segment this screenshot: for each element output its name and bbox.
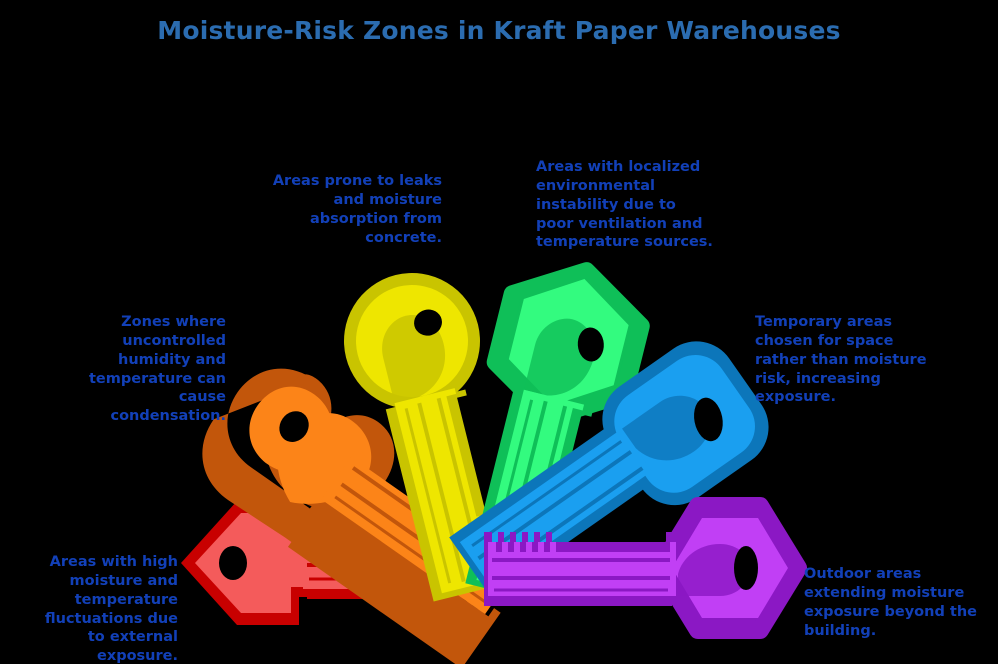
callout-top-left: Areas prone to leaks and moisture absorp… xyxy=(272,173,442,246)
page-title: Moisture-Risk Zones in Kraft Paper Wareh… xyxy=(157,16,841,45)
callout-bottom-right: Outdoor areas extending moisture exposur… xyxy=(804,566,977,639)
callout-top-right: Areas with localized environmental insta… xyxy=(536,159,713,251)
callout-bottom-left: Areas with high moisture and temperature… xyxy=(44,554,178,664)
callout-mid-left: Zones where uncontrolled humidity and te… xyxy=(88,314,226,425)
callout-mid-right: Temporary areas chosen for space rather … xyxy=(755,314,927,406)
key-purple xyxy=(484,497,807,639)
key-orange xyxy=(202,368,521,664)
